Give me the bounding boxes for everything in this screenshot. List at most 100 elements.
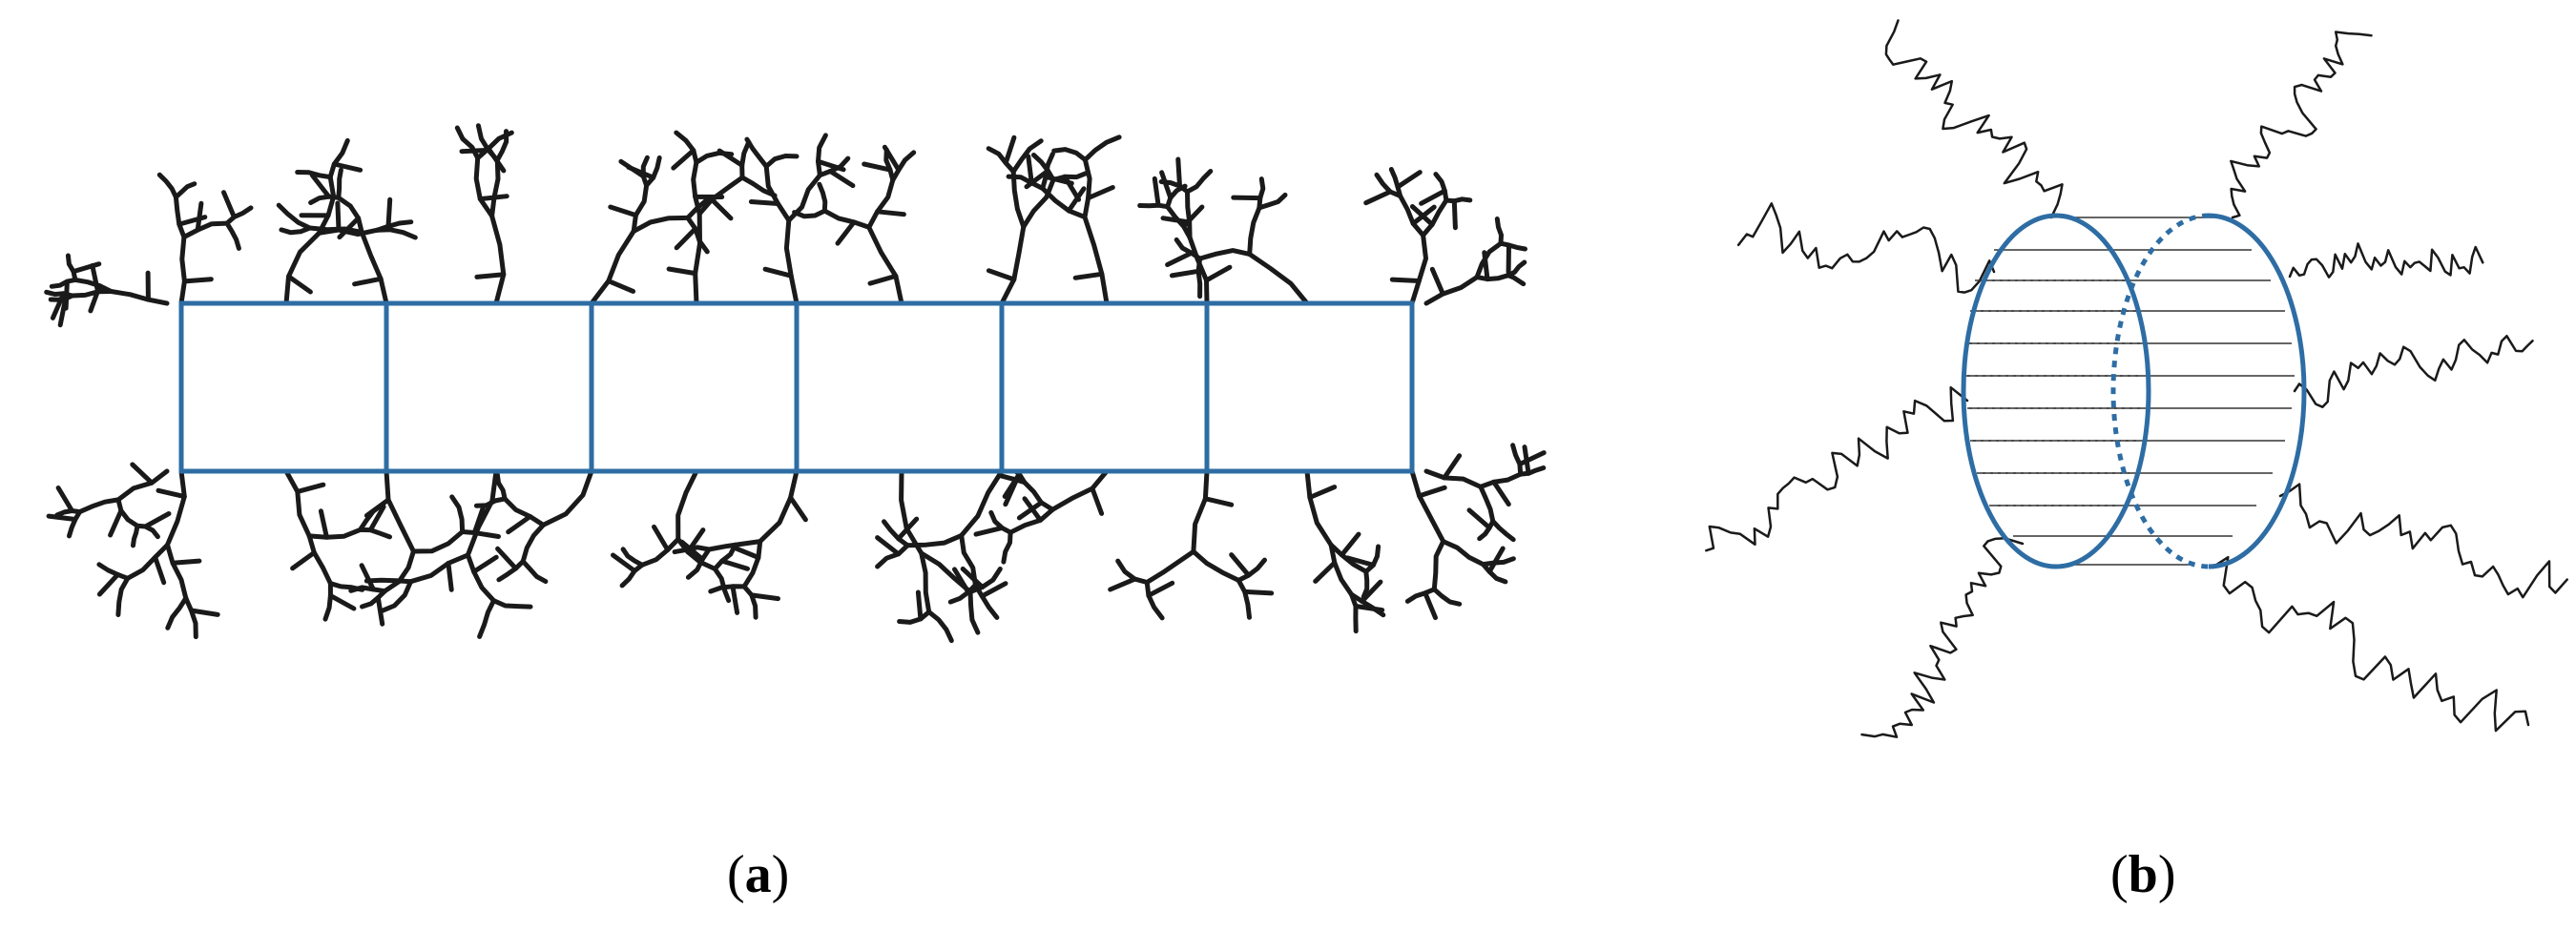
branch-twig	[459, 147, 491, 155]
branch-segment	[693, 211, 702, 306]
branch-twig	[46, 513, 78, 522]
branch-segment	[460, 529, 501, 539]
branch-twig	[788, 495, 808, 523]
branch-segment	[283, 468, 312, 539]
branch-twig	[674, 226, 698, 251]
branch-twig	[1339, 531, 1361, 558]
branch-segment	[817, 181, 828, 214]
branch-segment	[1187, 235, 1210, 306]
branch-segment	[1051, 147, 1088, 162]
branch-segment	[631, 182, 650, 234]
branch-twig	[606, 279, 636, 294]
branch-twig	[337, 216, 362, 240]
branch-segment	[477, 598, 496, 639]
branch-segment	[115, 497, 140, 528]
branch-segment	[1478, 484, 1496, 524]
branch-twig	[1451, 198, 1458, 231]
branch-segment	[378, 579, 413, 614]
branch-segment	[619, 562, 645, 589]
branch-twig	[364, 497, 391, 518]
branch-segment	[758, 468, 800, 545]
branch-twig	[875, 535, 902, 557]
branch-segment	[454, 125, 481, 161]
branch-twig	[867, 273, 899, 286]
branch-segment	[1423, 468, 1484, 489]
branch-segment	[1506, 273, 1527, 287]
branch-twig	[1419, 188, 1447, 206]
branch-segment	[639, 536, 681, 568]
branch-segment	[520, 522, 546, 564]
branch-segment	[1431, 587, 1463, 607]
branch-segment	[620, 547, 645, 568]
branch-segment	[489, 157, 501, 218]
branch-twig	[1026, 154, 1034, 186]
branch-twig	[1072, 271, 1105, 280]
branch-segment	[96, 562, 131, 581]
branch-segment	[384, 468, 416, 554]
branch-twig	[221, 190, 237, 219]
branch-segment	[1185, 189, 1193, 240]
branch-twig	[55, 486, 74, 513]
branch-twig	[170, 558, 202, 566]
branch-segment	[327, 137, 350, 180]
polymer-chain	[1860, 537, 2025, 738]
branch-segment	[67, 509, 83, 539]
branch-segment	[1478, 471, 1524, 489]
branch-segment	[1144, 548, 1196, 585]
branch-twig	[986, 268, 1017, 282]
branch-twig	[290, 549, 317, 571]
branch-segment	[491, 598, 533, 610]
branch-segment	[1444, 196, 1473, 204]
branch-segment	[279, 225, 313, 236]
branch-segment	[986, 146, 1016, 175]
branch-segment	[181, 220, 230, 239]
branch-segment	[904, 532, 965, 548]
polymer-chain	[1705, 385, 1969, 552]
branch-segment	[1040, 186, 1088, 220]
branch-twig	[1389, 277, 1422, 283]
branch-segment	[224, 205, 254, 226]
branch-segment	[382, 548, 416, 594]
branch-twig	[143, 511, 172, 529]
polymer-chain	[2278, 483, 2568, 599]
branch-twig	[335, 200, 342, 233]
branch-segment	[1006, 174, 1046, 191]
branch-twig	[730, 584, 740, 615]
branch-segment	[224, 220, 241, 251]
branch-segment	[54, 508, 83, 518]
branch-segment	[131, 523, 140, 548]
branch-segment	[741, 539, 763, 589]
cylinder-hatch-lines	[1965, 217, 2295, 566]
branch-segment	[792, 208, 827, 219]
branch-twig	[611, 552, 637, 573]
branch-segment	[125, 542, 170, 581]
branch-twig	[626, 164, 656, 180]
branch-segment	[489, 213, 507, 306]
branch-segment	[1481, 556, 1516, 568]
branch-segment	[173, 195, 187, 239]
branch-twig	[331, 161, 364, 173]
branch-segment	[897, 610, 932, 625]
branch-twig	[367, 504, 386, 533]
branch-twig	[1442, 453, 1463, 481]
branch-twig	[1165, 250, 1195, 267]
branch-twig	[1313, 560, 1338, 584]
backbone-segments	[178, 300, 1415, 474]
branch-twig	[1175, 156, 1182, 189]
branch-twig	[973, 525, 1005, 537]
branch-twig	[827, 169, 856, 189]
branch-twig	[1043, 174, 1074, 186]
branch-twig	[156, 487, 187, 500]
branch-twig	[1159, 170, 1174, 200]
branch-twig	[1429, 266, 1445, 297]
branch-segment	[520, 559, 549, 585]
branch-twig	[327, 592, 357, 611]
branch-segment	[1349, 591, 1386, 618]
branch-segment	[308, 194, 342, 205]
branch-segment	[336, 167, 343, 200]
branch-segment	[1441, 539, 1485, 568]
branch-twig	[952, 567, 971, 595]
branch-twig	[471, 554, 499, 574]
branch-segment	[322, 581, 333, 622]
branch-segment	[866, 177, 896, 230]
